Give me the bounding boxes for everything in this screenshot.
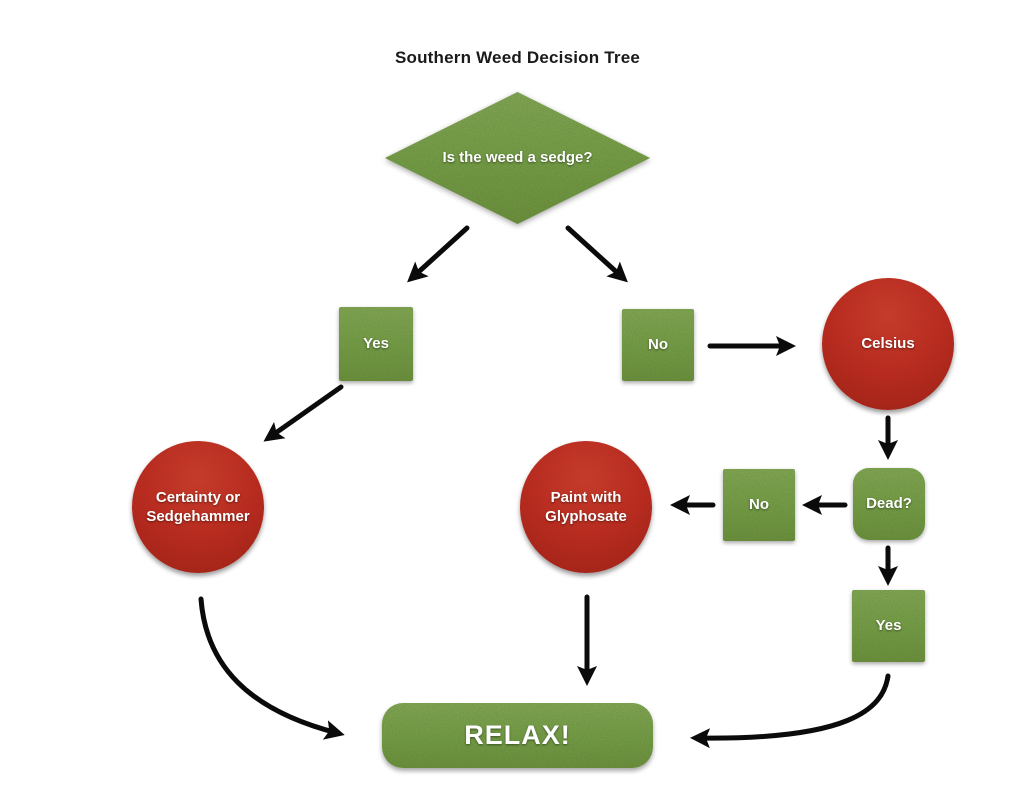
- texture-overlay: [853, 468, 925, 540]
- node-no-mid: No: [723, 469, 795, 541]
- node-root-question: Is the weed a sedge?: [385, 92, 650, 224]
- node-label: Is the weed a sedge?: [442, 149, 593, 167]
- texture-overlay: [723, 469, 795, 541]
- node-celsius: Celsius: [822, 278, 954, 410]
- node-label: Yes: [875, 617, 902, 635]
- texture-overlay: [339, 307, 413, 381]
- node-yes-left: Yes: [339, 307, 413, 381]
- texture-overlay: [520, 441, 652, 573]
- texture-overlay: [822, 278, 954, 410]
- texture-overlay: [382, 703, 653, 768]
- node-label: No: [648, 336, 668, 354]
- node-paint-with-glyphosate: Paint with Glyphosate: [520, 441, 652, 573]
- node-label: Certainty or Sedgehammer: [146, 488, 250, 526]
- edge-yes-left-to-certainty: [263, 384, 344, 442]
- node-no-right: No: [622, 309, 694, 381]
- node-relax: RELAX!: [382, 703, 653, 768]
- edge-certainty-to-relax: [198, 596, 345, 740]
- node-label: Yes: [363, 335, 389, 353]
- node-label: Paint with Glyphosate: [545, 488, 627, 526]
- node-label: RELAX!: [464, 719, 571, 750]
- edge-root-to-yes-left: [407, 225, 470, 283]
- edge-yes-bottom-to-relax: [690, 673, 891, 749]
- node-yes-bottom: Yes: [852, 590, 925, 662]
- node-label: Dead?: [866, 495, 912, 513]
- page-title: Southern Weed Decision Tree: [394, 48, 641, 67]
- node-label: No: [749, 496, 769, 514]
- texture-overlay: [132, 441, 264, 573]
- edge-root-to-no-right: [565, 225, 628, 283]
- node-dead-question: Dead?: [853, 468, 925, 540]
- texture-overlay: [622, 309, 694, 381]
- texture-overlay: [852, 590, 925, 662]
- node-label: Celsius: [861, 335, 915, 353]
- node-certainty-or-sedgehammer: Certainty or Sedgehammer: [132, 441, 264, 573]
